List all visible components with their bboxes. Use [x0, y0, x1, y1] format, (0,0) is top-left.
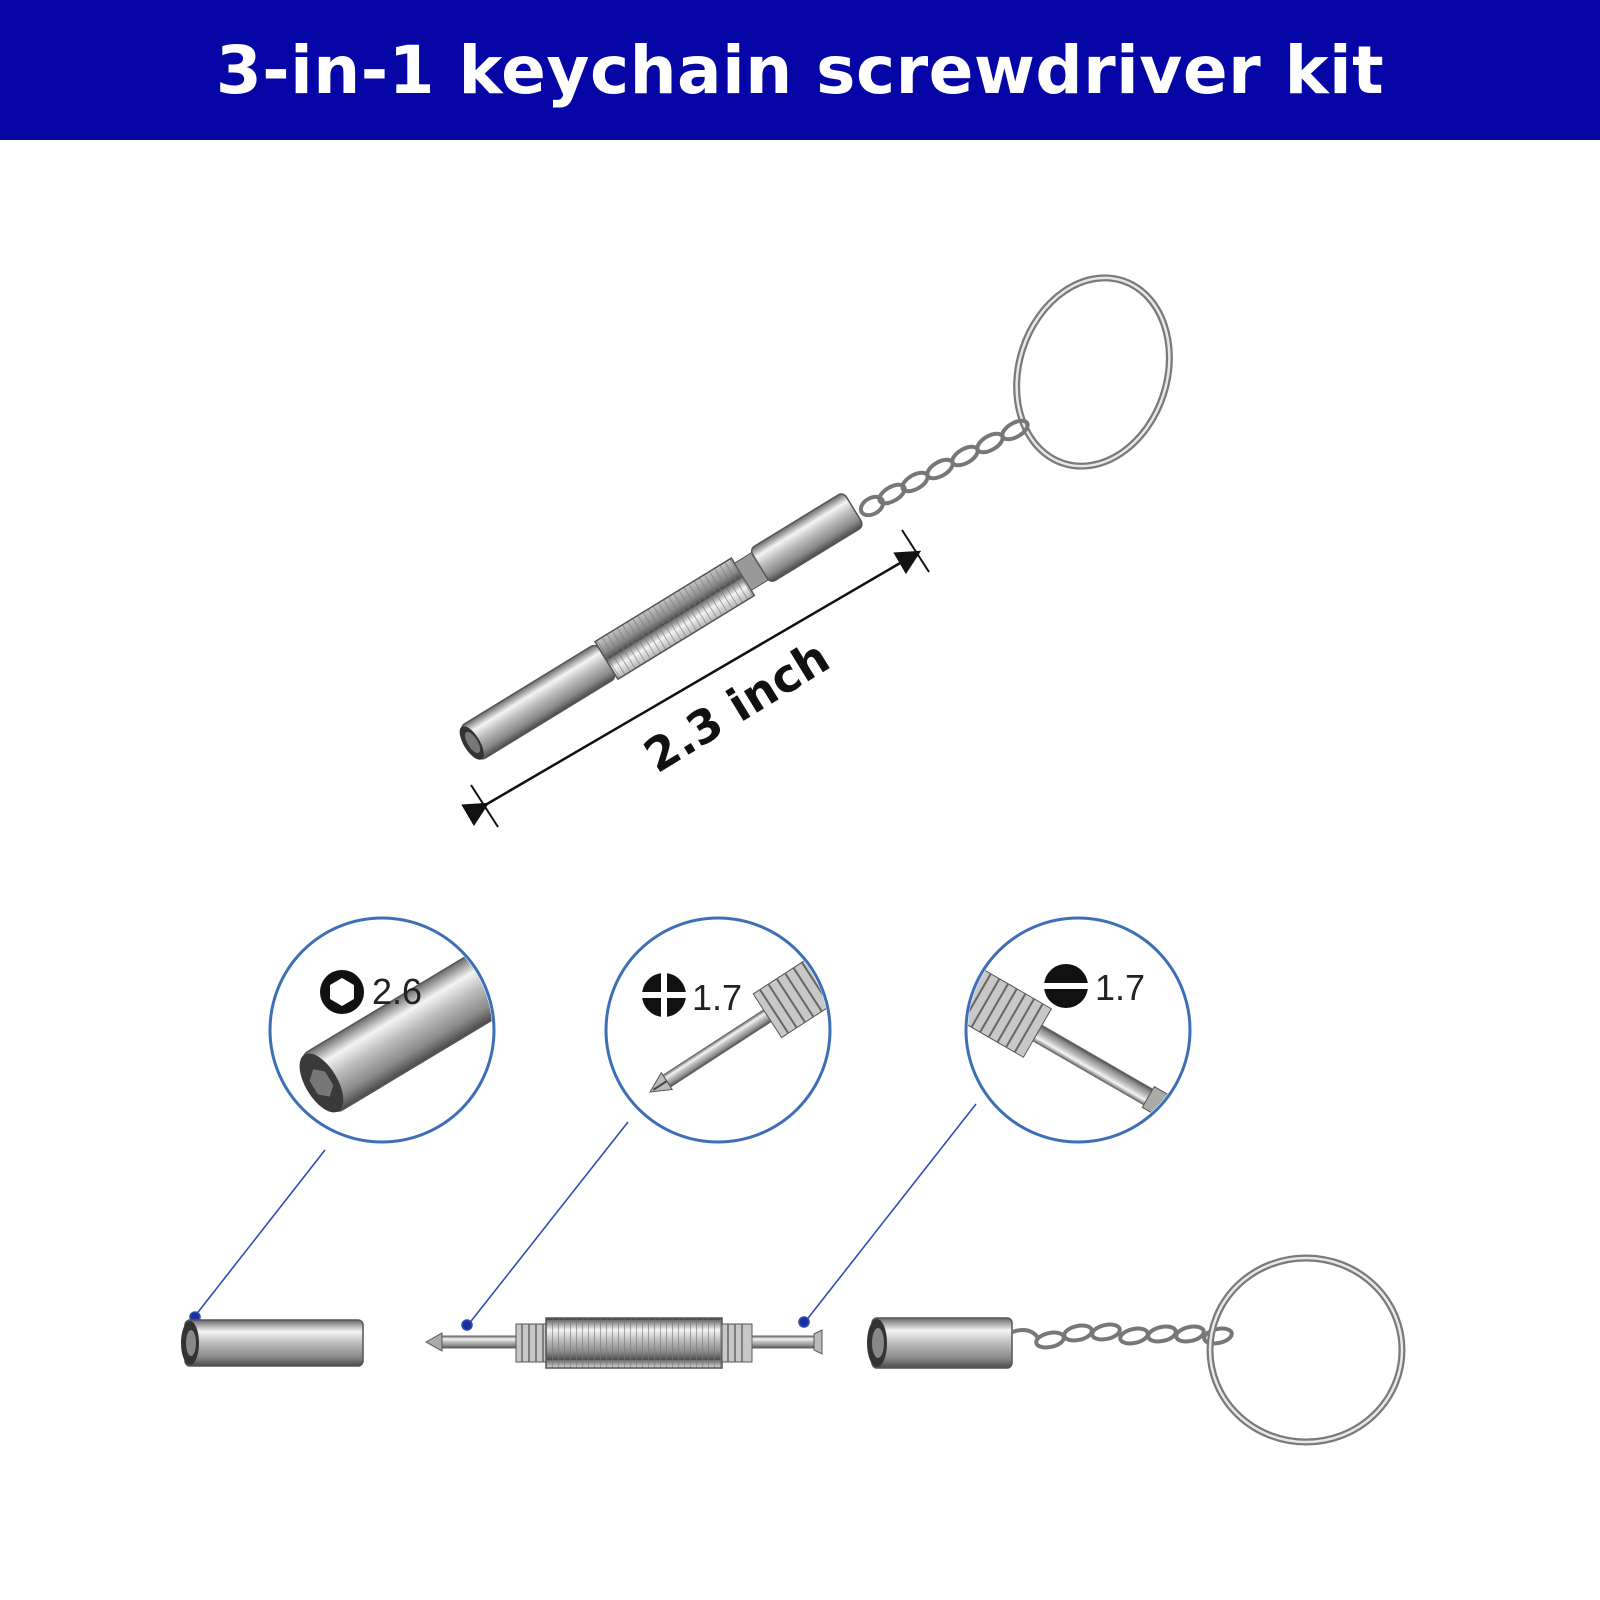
keyring-end-cap	[867, 1317, 1040, 1369]
phillips-size-label: 1.7	[692, 977, 742, 1018]
double-ended-driver	[424, 1317, 823, 1369]
callout-hex: 2.6	[268, 916, 496, 1144]
leader-lines	[189, 1103, 977, 1331]
leader-dot	[461, 1319, 473, 1331]
callout-phillips: 1.7	[604, 916, 832, 1144]
screwdriver-end-cap	[750, 493, 863, 582]
dimension-indicator	[461, 529, 930, 828]
banner-title: 3-in-1 keychain screwdriver kit	[215, 31, 1385, 109]
slotted-icon	[1044, 964, 1088, 1008]
hex-socket-icon	[320, 970, 364, 1014]
assembled-screwdriver: 2.3 inch	[459, 274, 1173, 828]
callout-slotted: 1.7	[964, 916, 1192, 1144]
hex-socket-cap	[181, 1319, 364, 1367]
title-banner: 3-in-1 keychain screwdriver kit	[0, 0, 1600, 140]
exploded-parts	[181, 1254, 1406, 1446]
keyring	[1013, 274, 1173, 470]
hex-size-label: 2.6	[372, 971, 422, 1012]
phillips-icon	[642, 973, 686, 1017]
bottom-keychain-chain	[1034, 1322, 1234, 1350]
keychain-chain	[858, 418, 1030, 518]
dimension-label: 2.3 inch	[635, 630, 839, 784]
leader-dot	[798, 1316, 810, 1328]
slotted-size-label: 1.7	[1095, 967, 1145, 1008]
